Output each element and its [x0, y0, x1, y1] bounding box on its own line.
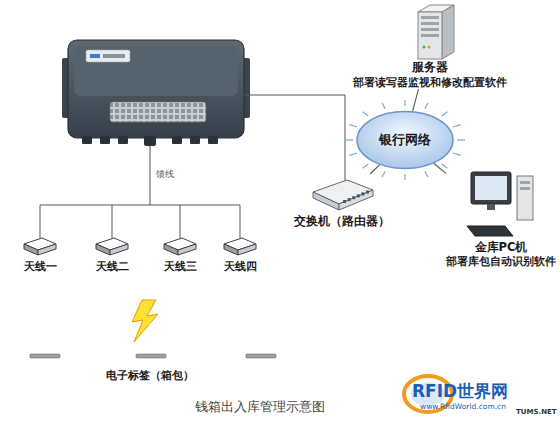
antenna-node: 天线二 [92, 232, 132, 274]
node-title: 天线三 [164, 260, 197, 274]
antenna-node: 天线一 [20, 232, 60, 274]
node-title: 天线二 [96, 260, 129, 274]
feeder-label: 馈线 [156, 168, 174, 181]
network-ray [404, 100, 405, 106]
network-ray [363, 164, 369, 168]
network-ray [457, 139, 465, 140]
pc-icon [463, 168, 539, 240]
node-note: 部署库包自动识别软件 [446, 255, 556, 269]
antenna-icon [20, 232, 60, 260]
antenna-icon [220, 232, 260, 260]
server-icon [400, 2, 460, 60]
node-title: 天线四 [224, 260, 257, 274]
network-ray [350, 153, 357, 155]
rfid-reader [62, 40, 250, 146]
network-ray [404, 174, 405, 180]
network-ray [425, 103, 428, 109]
switch-node: 交换机（路由器） [294, 174, 390, 229]
network-ray [442, 112, 448, 116]
network-link [370, 164, 380, 174]
network-link [433, 163, 446, 173]
pc-node: 金库PC机部署库包自动识别软件 [446, 168, 556, 269]
node-title: 银行网络 [379, 132, 431, 149]
node-title: 服务器 [412, 60, 448, 76]
node-note: 部署读写器监视和修改配置软件 [353, 76, 507, 90]
server-node: 服务器部署读写器监视和修改配置软件 [353, 2, 507, 89]
antenna-icon [92, 232, 132, 260]
network-ray [382, 171, 385, 177]
network-ray [350, 125, 357, 127]
network-link [412, 89, 418, 112]
figure-caption: 钱箱出入库管理示意图 [195, 398, 325, 416]
tag-label: 电子标签（箱包） [106, 368, 194, 383]
network-ray [425, 171, 428, 177]
node-title: 金库PC机 [475, 240, 528, 255]
switch-icon [307, 174, 377, 214]
antenna-icon [160, 232, 200, 260]
watermark-url: www.RfidWorld.com.cn [420, 402, 506, 411]
network-ray [453, 125, 460, 127]
network-ray [382, 103, 385, 109]
network-ray [363, 112, 369, 116]
radio-lightning [132, 300, 158, 342]
node-title: 交换机（路由器） [294, 214, 390, 229]
network-ray [345, 139, 353, 140]
antenna-node: 天线四 [220, 232, 260, 274]
watermark-site: TUMS.NET [516, 408, 557, 416]
network-ellipse: 银行网络 [355, 109, 455, 171]
antenna-node: 天线三 [160, 232, 200, 274]
electronic-tags [30, 354, 276, 358]
network-ray [442, 164, 448, 168]
node-title: 天线一 [24, 260, 57, 274]
network-ray [453, 153, 460, 155]
network-rays [345, 100, 465, 180]
watermark-title: RFID世界网 [412, 380, 508, 403]
